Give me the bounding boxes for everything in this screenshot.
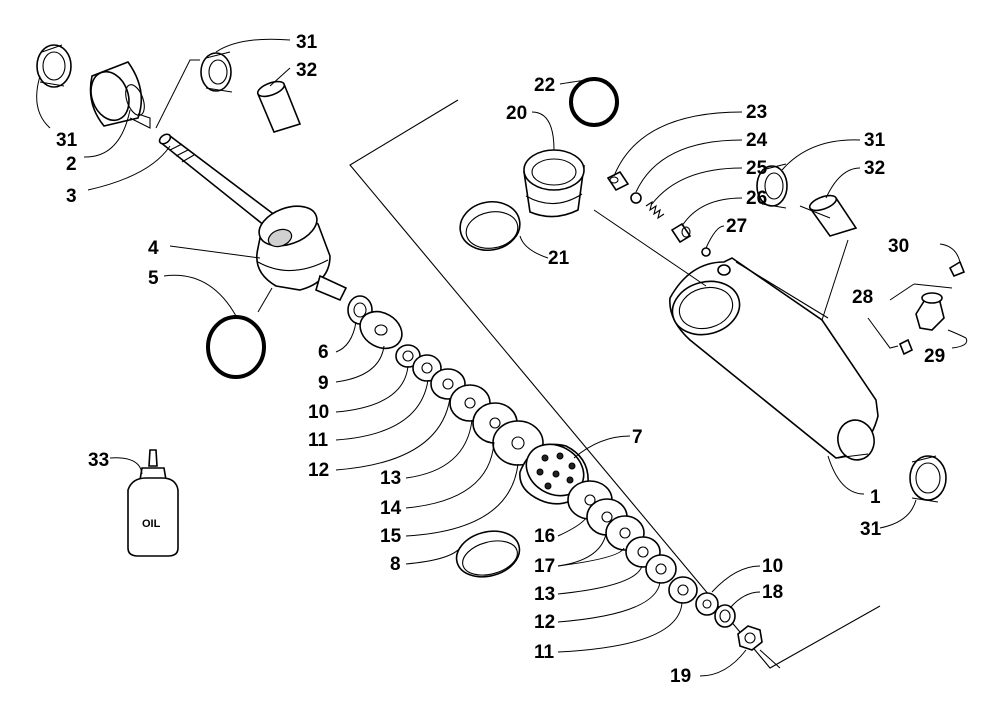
callout-10: 10 <box>762 556 783 577</box>
eyelet-sleeve-2 <box>89 61 151 129</box>
floating-piston-20 <box>523 149 585 218</box>
ball-24 <box>630 192 642 204</box>
callout-23: 23 <box>746 102 767 123</box>
callout-22: 22 <box>534 75 555 96</box>
assembly-boundary <box>349 99 881 669</box>
valve-body-26 <box>670 222 692 244</box>
callout-11: 11 <box>534 642 555 663</box>
callout-32: 32 <box>296 60 317 81</box>
spring-25 <box>645 200 665 220</box>
callout-6: 6 <box>318 342 329 363</box>
bushing-31-bottom-right <box>909 455 947 503</box>
callout-27: 27 <box>726 216 747 237</box>
callout-5: 5 <box>148 268 159 289</box>
callout-8: 8 <box>390 554 401 575</box>
shim-10-lower <box>695 592 719 616</box>
washer-9 <box>359 310 403 350</box>
callout-12: 12 <box>534 612 555 633</box>
shim-12-lower <box>645 554 677 584</box>
callout-26: 26 <box>746 188 767 209</box>
callout-7: 7 <box>632 427 643 448</box>
callout-31: 31 <box>56 130 78 151</box>
spacer-32-top-middle <box>256 80 302 133</box>
callout-9: 9 <box>318 373 329 394</box>
callout-4: 4 <box>148 238 159 259</box>
callout-31: 31 <box>864 130 886 151</box>
seal-head-4 <box>256 205 348 302</box>
oil-bottle-label: OIL <box>142 518 161 530</box>
callout-3: 3 <box>66 186 77 207</box>
callout-19: 19 <box>670 666 691 687</box>
spacer-32-right <box>808 194 858 237</box>
leader-lines <box>36 38 968 677</box>
o-ring-5 <box>206 315 266 379</box>
seal-27 <box>701 247 711 257</box>
piston-shaft-3 <box>158 133 294 240</box>
callout-32: 32 <box>864 158 885 179</box>
callout-29: 29 <box>924 346 945 367</box>
shim-11-lower <box>668 576 698 604</box>
o-ring-22 <box>569 77 619 127</box>
callout-14: 14 <box>380 498 402 519</box>
callout-33: 33 <box>88 450 109 471</box>
callout-21: 21 <box>548 248 570 269</box>
callout-1: 1 <box>870 487 881 508</box>
callout-11: 11 <box>308 430 329 451</box>
piston-band-8 <box>455 530 521 578</box>
callout-25: 25 <box>746 158 768 179</box>
callout-13: 13 <box>534 584 555 605</box>
valve-cap-23 <box>606 170 630 192</box>
callout-15: 15 <box>380 526 402 547</box>
callout-31: 31 <box>860 519 882 540</box>
callout-12: 12 <box>308 460 329 481</box>
callout-17: 17 <box>534 556 555 577</box>
shock-body-1 <box>669 257 879 461</box>
callout-28: 28 <box>852 287 873 308</box>
bushing-31-top-left <box>36 44 72 88</box>
callout-2: 2 <box>66 154 77 175</box>
clip-29 <box>947 329 967 339</box>
callout-30: 30 <box>888 236 909 257</box>
valve-assembly-28 <box>898 292 945 356</box>
callout-31: 31 <box>296 32 318 53</box>
ring-21 <box>459 200 521 252</box>
bushing-31-top-middle <box>200 51 233 93</box>
bushing-31-top-right <box>756 163 788 209</box>
callout-24: 24 <box>746 130 768 151</box>
callout-labels: 31 2 3 31 32 4 5 6 9 10 11 12 13 14 15 8… <box>56 32 945 687</box>
callout-16: 16 <box>534 526 555 547</box>
oil-bottle-33: OIL <box>127 449 179 557</box>
callout-10: 10 <box>308 402 329 423</box>
callout-20: 20 <box>506 103 527 124</box>
screw-30 <box>948 260 966 278</box>
callout-13: 13 <box>380 468 401 489</box>
nut-19 <box>737 625 763 651</box>
washer-18 <box>714 604 736 628</box>
callout-18: 18 <box>762 582 783 603</box>
